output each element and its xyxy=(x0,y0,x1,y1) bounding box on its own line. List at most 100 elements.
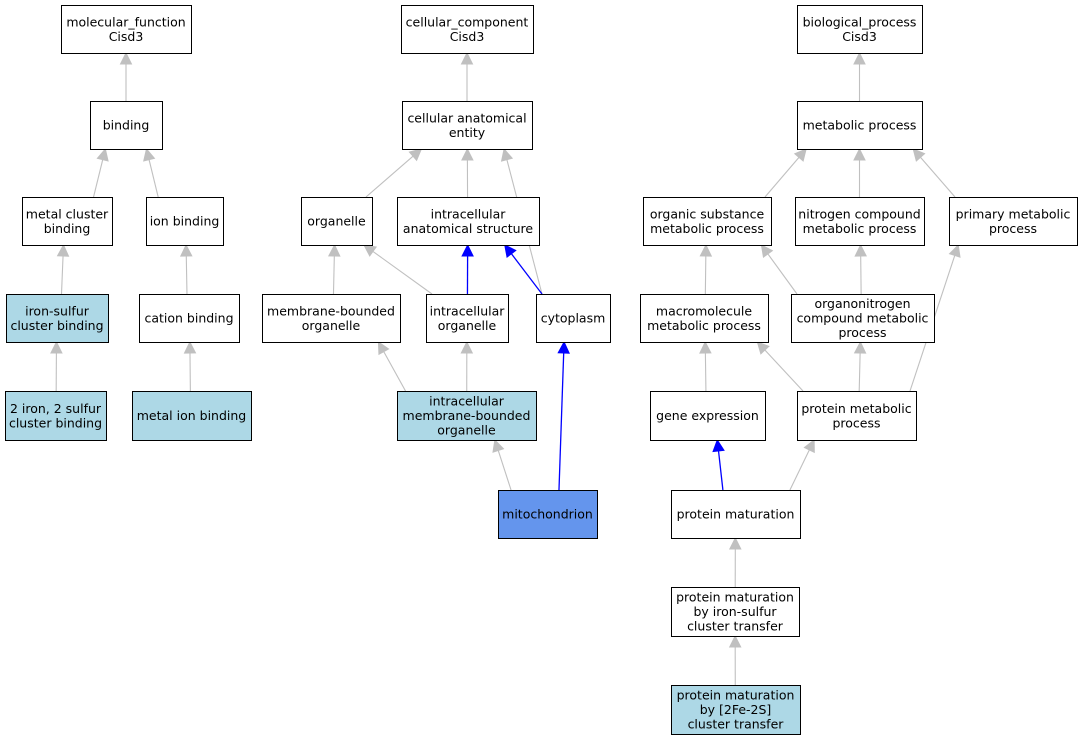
node-box xyxy=(671,685,801,735)
node-label-line: cellular anatomical xyxy=(407,110,526,125)
edge-cae-to-cc_root xyxy=(460,51,474,101)
node-label-line: metal ion binding xyxy=(137,408,247,423)
node-box xyxy=(498,490,598,539)
edge-line xyxy=(497,450,512,491)
node-label-line: organelle xyxy=(437,423,496,438)
node-label-line: organelle xyxy=(307,214,366,229)
edge-arrowhead xyxy=(793,148,807,162)
edge-arrowhead xyxy=(760,244,774,259)
edge-arrowhead xyxy=(56,243,70,257)
node-gene-expr[interactable]: gene expression xyxy=(650,391,766,441)
node-box xyxy=(132,391,252,441)
edge-arrowhead xyxy=(756,341,770,355)
node-box xyxy=(797,5,923,54)
node-box xyxy=(536,294,611,343)
edge-arrowhead xyxy=(699,243,713,257)
node-metabolic[interactable]: metabolic process xyxy=(797,101,923,150)
node-cation-binding[interactable]: cation binding xyxy=(139,294,240,343)
node-organelle[interactable]: organelle xyxy=(301,197,373,246)
node-label-line: mitochondrion xyxy=(502,507,593,522)
edge-arrowhead xyxy=(461,147,474,161)
node-box xyxy=(61,5,192,54)
node-label-line: protein maturation xyxy=(677,507,795,522)
edge-line xyxy=(717,450,724,491)
edge-mmp-to-osmp xyxy=(699,243,713,295)
node-box xyxy=(5,391,107,441)
node-metal-ion[interactable]: metal ion binding xyxy=(132,391,252,441)
edge-arrowhead xyxy=(183,340,197,354)
node-label-line: Cisd3 xyxy=(842,29,877,44)
node-cytoplasm[interactable]: cytoplasm xyxy=(536,294,611,343)
edge-prot_mat-to-gene_expr xyxy=(712,438,725,491)
node-label-line: membrane-bounded xyxy=(267,303,395,318)
node-box xyxy=(949,197,1078,246)
edge-ias-to-cae xyxy=(461,147,474,198)
edge-line xyxy=(60,255,64,295)
node-binding[interactable]: binding xyxy=(90,101,163,150)
node-label-line: gene expression xyxy=(656,408,759,423)
node-label-line: metabolic process xyxy=(650,221,764,236)
edge-arrowhead xyxy=(460,51,474,65)
node-label-line: metal cluster xyxy=(26,206,109,221)
edge-io-to-ias xyxy=(461,243,474,295)
node-box xyxy=(797,101,923,150)
edge-prot_mat-to-prot_met xyxy=(789,438,815,491)
node-label-line: process xyxy=(838,325,886,340)
edge-iron_sulfur-to-metal_cluster xyxy=(56,243,70,295)
edge-line xyxy=(920,156,956,198)
node-box xyxy=(262,294,401,343)
node-box xyxy=(640,294,769,343)
node-label-line: cellular_component xyxy=(406,14,529,29)
edge-gene_expr-to-mmp xyxy=(699,340,712,392)
edge-imbo-to-mbo xyxy=(377,341,407,392)
edge-arrowhead xyxy=(377,341,390,356)
edge-arrowhead xyxy=(328,243,341,257)
node-label-line: biological_process xyxy=(803,14,917,29)
node-label-line: process xyxy=(989,221,1037,236)
node-ion-binding[interactable]: ion binding xyxy=(146,197,224,246)
node-box xyxy=(401,5,534,54)
node-label-line: Cisd3 xyxy=(109,29,144,44)
edge-line xyxy=(764,156,800,198)
edge-prot_met-to-mmp xyxy=(756,341,804,392)
node-label-line: intracellular xyxy=(431,206,507,221)
edge-arrowhead xyxy=(699,340,712,354)
node-box xyxy=(139,294,240,343)
node-prot-mat[interactable]: protein maturation xyxy=(671,490,801,539)
edge-arrowhead xyxy=(143,147,156,162)
node-label-line: cluster transfer xyxy=(687,619,784,634)
edges-layer xyxy=(50,51,961,686)
node-label-line: intracellular xyxy=(429,394,505,409)
node-mito[interactable]: mitochondrion xyxy=(498,490,598,539)
edge-arrowhead xyxy=(460,340,474,354)
node-label-line: molecular_function xyxy=(66,14,185,29)
edge-arrowhead xyxy=(853,147,866,161)
node-label-line: by [2Fe-2S] xyxy=(700,702,772,717)
edge-arrowhead xyxy=(179,243,193,257)
edge-pm_fes-to-prot_mat xyxy=(728,536,742,588)
edge-metabolic-to-bp_root xyxy=(853,51,866,101)
node-label-line: membrane-bounded xyxy=(403,408,531,423)
node-label-line: primary metabolic xyxy=(956,206,1071,221)
